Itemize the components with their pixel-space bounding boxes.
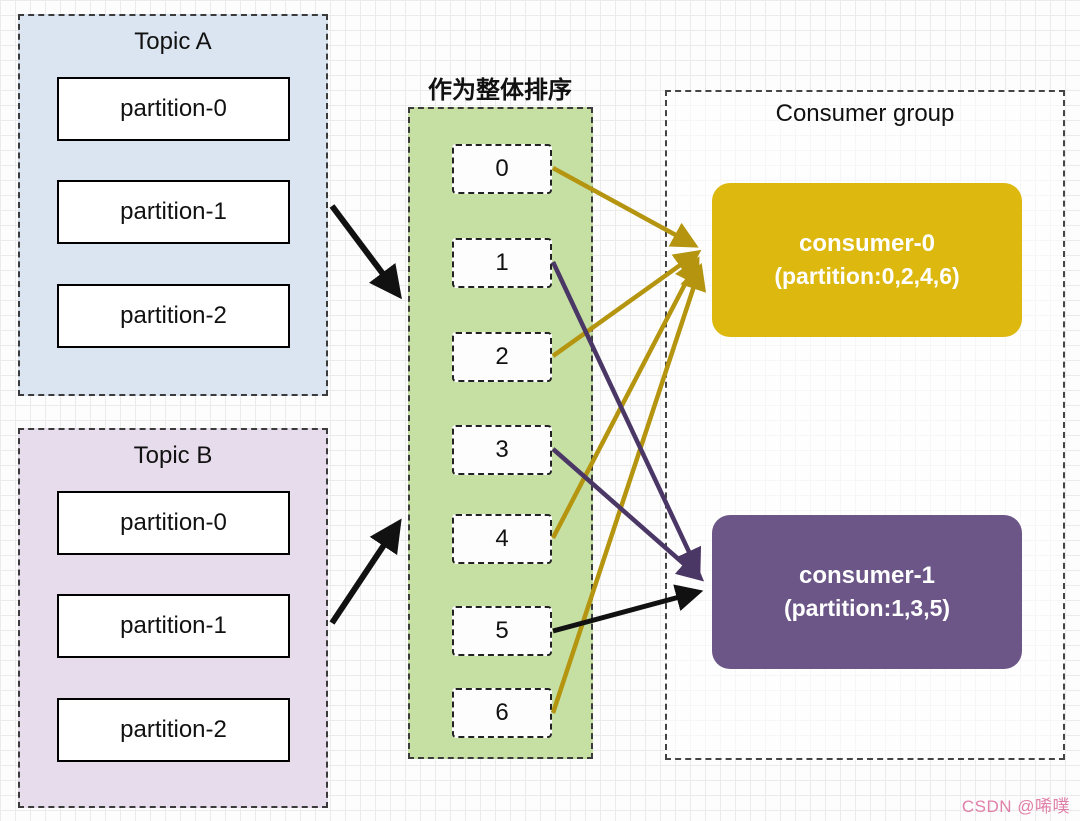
queue-item-0: 0	[452, 144, 552, 194]
topic-a-group: Topic A partition-0 partition-1 partitio…	[18, 14, 328, 396]
consumer-1-node: consumer-1 (partition:1,3,5)	[712, 515, 1022, 669]
queue-item-6: 6	[452, 688, 552, 738]
consumer-0-node: consumer-0 (partition:0,2,4,6)	[712, 183, 1022, 337]
consumer-0-name: consumer-0	[798, 230, 936, 257]
consumer-1-partitions: (partition:1,3,5)	[783, 595, 951, 621]
ordered-queue-box: 0 1 2 3 4 5 6	[408, 107, 593, 759]
topic-a-partition-2: partition-2	[57, 284, 290, 348]
topic-b-partition-0: partition-0	[57, 491, 290, 555]
topic-a-partition-1: partition-1	[57, 180, 290, 244]
watermark: CSDN @唏噗	[961, 797, 1070, 816]
arrow-topic-b-to-queue	[329, 518, 402, 625]
queue-item-3: 3	[452, 425, 552, 475]
topic-b-title: Topic B	[133, 442, 213, 469]
consumer-group-title: Consumer group	[775, 100, 955, 127]
queue-item-1: 1	[452, 238, 552, 288]
topic-a-partition-0: partition-0	[57, 77, 290, 141]
topic-b-group: Topic B partition-0 partition-1 partitio…	[18, 428, 328, 808]
arrow-topic-a-to-queue	[329, 204, 402, 300]
consumer-0-partitions: (partition:0,2,4,6)	[774, 263, 960, 289]
queue-item-2: 2	[452, 332, 552, 382]
queue-item-5: 5	[452, 606, 552, 656]
topic-a-title: Topic A	[134, 28, 212, 55]
consumer-1-name: consumer-1	[798, 562, 936, 589]
queue-item-4: 4	[452, 514, 552, 564]
topic-b-partition-1: partition-1	[57, 594, 290, 658]
queue-label: 作为整体排序	[428, 77, 572, 104]
topic-b-partition-2: partition-2	[57, 698, 290, 762]
